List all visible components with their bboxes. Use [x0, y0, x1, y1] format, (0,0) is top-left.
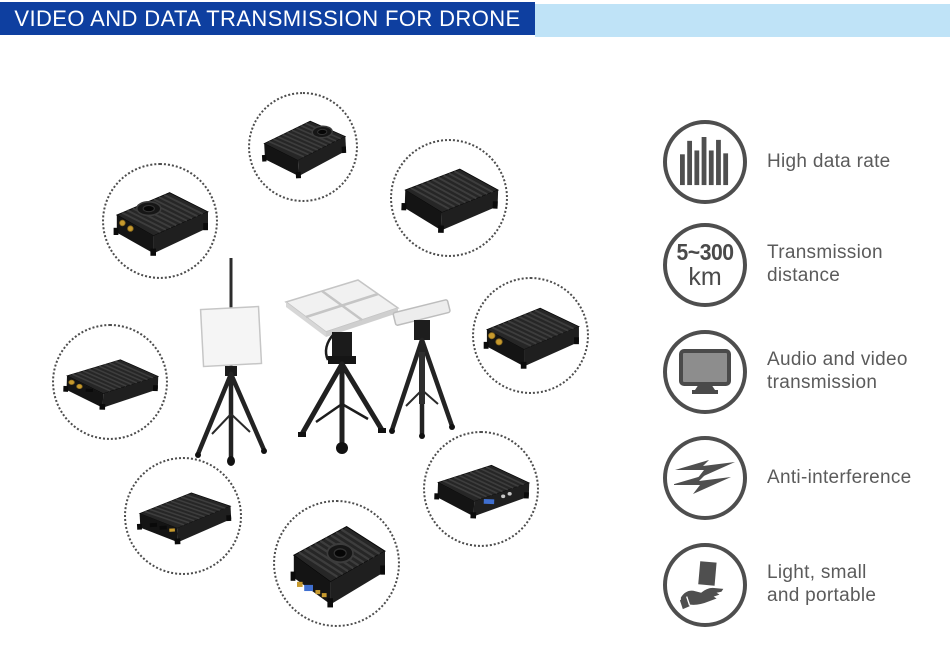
transmitter-heatsink-image [391, 157, 508, 239]
header-accent-stripe [535, 4, 950, 37]
transmitter-flat-image [125, 482, 240, 549]
feature-label: Anti-interference [767, 466, 912, 488]
feature-label: Audio and video transmission [767, 349, 908, 393]
transmitter-flat-connectors-image [53, 349, 167, 414]
directional-antenna-tripod-image [389, 299, 455, 439]
distance-unit: km [688, 262, 722, 291]
product-circle-transmitter-fan-side [102, 163, 218, 279]
product-circle-receiver-unit-ports [423, 431, 539, 547]
feature-transmission-distance: 5~300 km Transmission distance [663, 223, 883, 307]
signal-bars-icon [663, 120, 747, 204]
transmitter-fan-side-image [104, 183, 216, 260]
distance-value: 5~300 [676, 238, 734, 265]
product-circle-transmitter-heatsink [390, 139, 508, 257]
feature-label: Light, small and portable [767, 562, 877, 606]
header-banner: VIDEO AND DATA TRANSMISSION FOR DRONE [0, 2, 535, 35]
feature-high-data-rate: High data rate [663, 120, 891, 204]
receiver-unit-ports-image [424, 454, 538, 523]
product-circle-transmitter-fan-top [248, 92, 358, 202]
feature-audio-video: Audio and video transmission [663, 330, 908, 414]
product-circle-transmitter-flat [124, 457, 242, 575]
array-antenna-tripod-image [284, 279, 400, 454]
product-circle-transmitter-tall-fan [273, 500, 400, 627]
flat-panel-antenna-tripod [178, 258, 286, 468]
transmitter-sma-connectors-image [474, 299, 587, 373]
directional-antenna-tripod [378, 294, 466, 450]
feature-label: Transmission distance [767, 242, 883, 286]
flat-panel-antenna-tripod-image [195, 258, 267, 466]
monitor-icon [663, 330, 747, 414]
page-title: VIDEO AND DATA TRANSMISSION FOR DRONE [14, 5, 521, 31]
distance-range-icon: 5~300 km [663, 223, 747, 307]
transmitter-tall-fan-image [281, 514, 393, 612]
product-circle-transmitter-flat-connectors [52, 324, 168, 440]
feature-label: High data rate [767, 150, 891, 172]
feature-light-portable: Light, small and portable [663, 543, 876, 627]
transmitter-fan-top-image [251, 110, 354, 184]
product-circle-transmitter-sma-connectors [472, 277, 589, 394]
hand-holding-box-icon [663, 543, 747, 627]
feature-anti-interference: Anti-interference [663, 436, 912, 520]
lightning-bolts-icon [663, 436, 747, 520]
array-antenna-tripod [276, 276, 404, 462]
